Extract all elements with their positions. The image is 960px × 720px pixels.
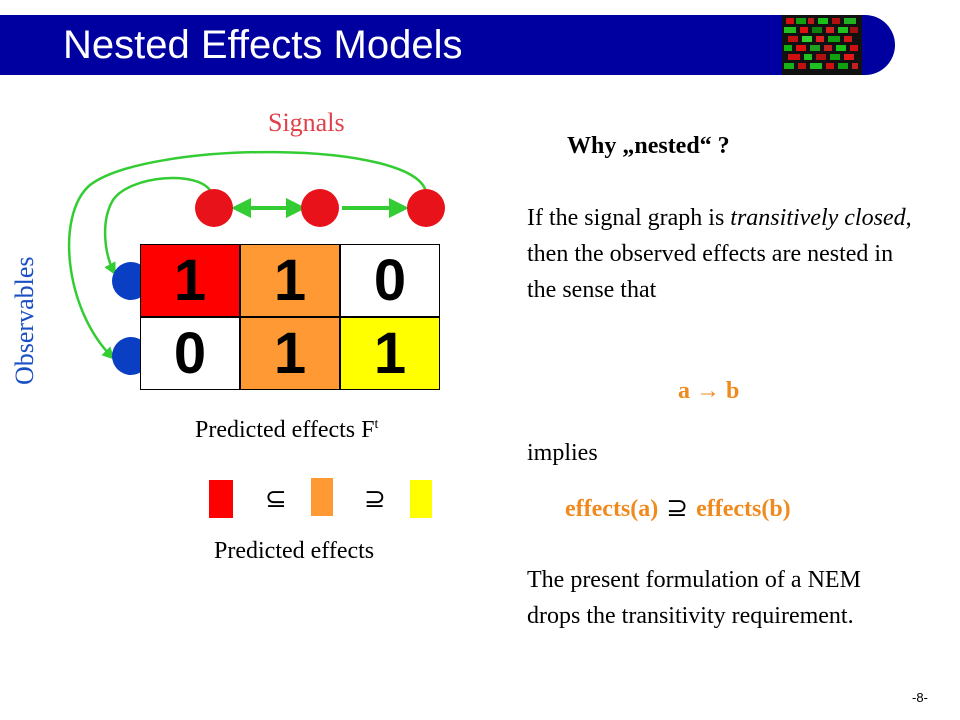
title-bar (0, 15, 895, 75)
why-nested-heading: Why „nested“ ? (567, 133, 730, 159)
slide-title: Nested Effects Models (63, 23, 463, 67)
predicted-effects-ft-label: Predicted effects Ft (195, 417, 378, 444)
effects-b: effects(b) (696, 496, 791, 522)
predicted-bar-orange (311, 478, 333, 516)
signal-node-2 (301, 189, 339, 227)
superset-symbol: ⊇ (364, 484, 386, 514)
predicted-effects-ft-text: Predicted effects F (195, 417, 375, 443)
page-number: -8- (912, 690, 928, 705)
predicted-effects-label: Predicted effects (214, 538, 375, 564)
nem-formulation-paragraph: The present formulation of a NEM drops t… (527, 567, 861, 629)
observables-label: Observables (10, 256, 39, 385)
subset-symbol: ⊆ (265, 484, 287, 514)
matrix-cell: 0 (340, 244, 440, 317)
signal-node-3 (407, 189, 445, 227)
signal-to-observable-arrow-1 (103, 176, 213, 276)
predicted-effects-ft-superscript: t (374, 417, 379, 432)
transitivity-paragraph: If the signal graph is transitively clos… (527, 200, 927, 308)
para1-text-a: If the signal graph is (527, 205, 731, 231)
implies-text: implies (527, 440, 598, 466)
effects-nesting-expression: effects(a) ⊇ effects(b) (565, 493, 791, 523)
predicted-bar-yellow (410, 480, 432, 518)
para1-text-b: , then the observed effects are nested i… (527, 205, 912, 303)
heatmap-logo-icon (782, 15, 862, 75)
matrix-cell: 1 (140, 244, 240, 317)
matrix-cell: 0 (140, 317, 240, 390)
signals-label: Signals (268, 108, 345, 137)
signal-node-1 (195, 189, 233, 227)
implication-expression: a → b (678, 378, 740, 404)
matrix-cell: 1 (240, 317, 340, 390)
signal-to-observable-arrow-2 (67, 150, 428, 360)
effects-a: effects(a) (565, 496, 659, 522)
effects-superset-symbol: ⊇ (666, 493, 689, 523)
matrix-cell: 1 (340, 317, 440, 390)
para1-italic: transitively closed (730, 205, 906, 231)
matrix-cell: 1 (240, 244, 340, 317)
predicted-bar-red (209, 480, 233, 518)
effect-matrix: 1 1 0 0 1 1 (140, 244, 440, 390)
